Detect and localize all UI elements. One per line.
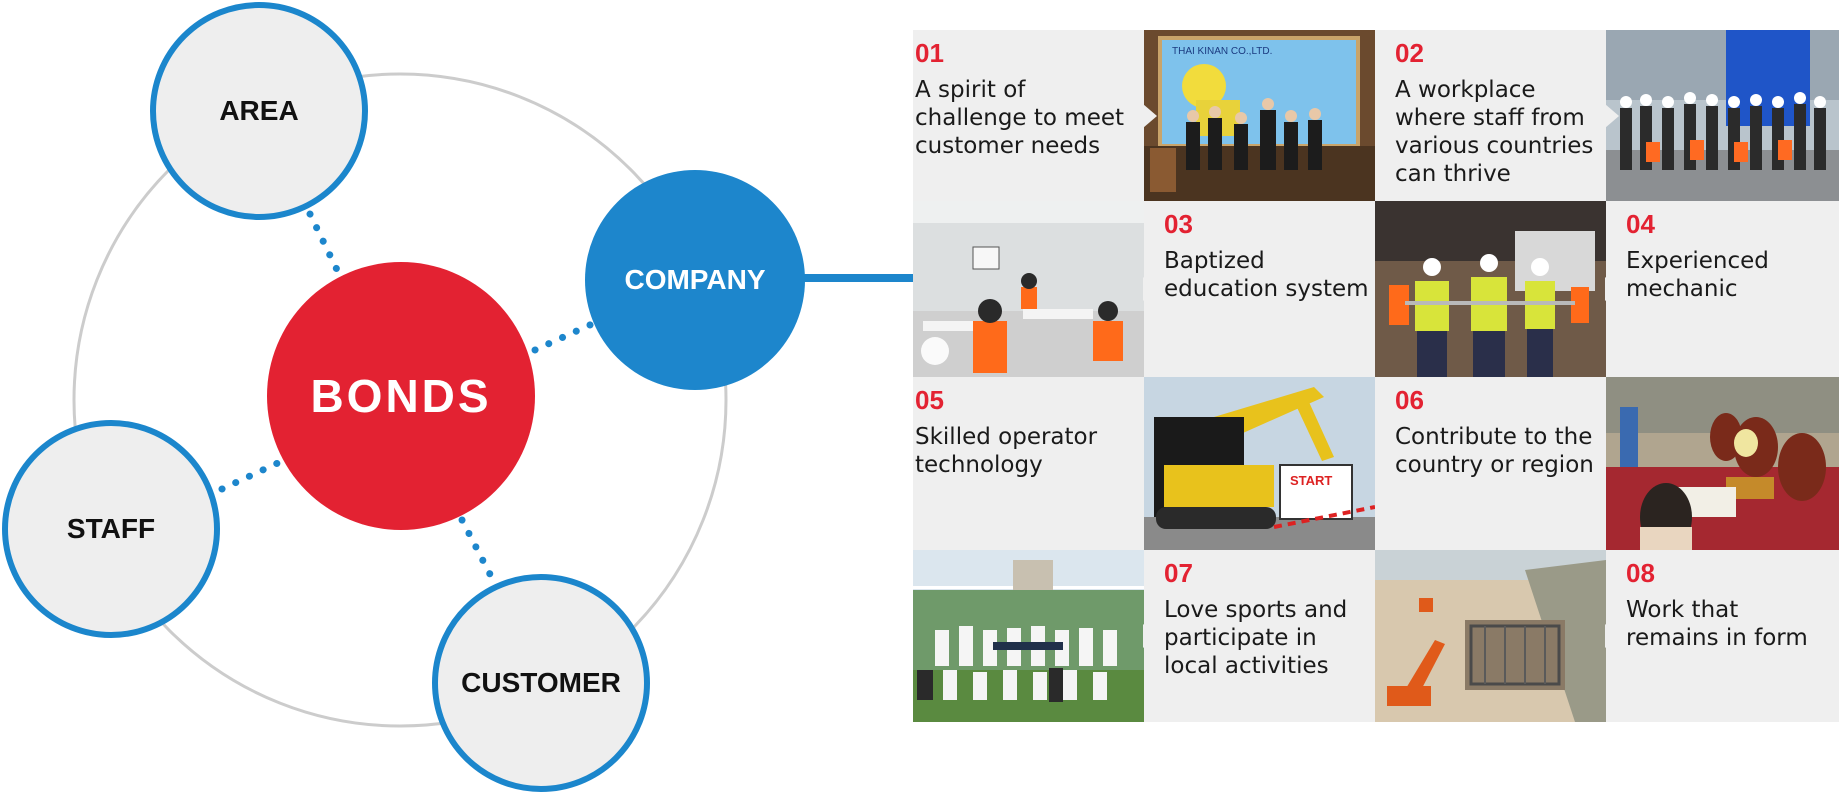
feature-title: A spirit of challenge to meet customer n…: [915, 77, 1125, 159]
feature-number: 04: [1626, 209, 1655, 239]
company-label: COMPANY: [624, 264, 766, 295]
photo-classroom: [913, 201, 1144, 377]
feature-number: 07: [1164, 558, 1193, 588]
orbit-ring: [72, 72, 728, 728]
feature-07: 07 Love sports and participate in local …: [1144, 550, 1375, 722]
area-label: AREA: [219, 95, 299, 126]
bonds-label: BONDS: [310, 370, 492, 422]
feature-number: 01: [915, 38, 944, 68]
feature-number: 03: [1164, 209, 1193, 239]
customer-label: CUSTOMER: [461, 667, 621, 698]
feature-title: Work that remains in form: [1626, 597, 1808, 651]
feature-06: 06 Contribute to the country or region: [1375, 377, 1606, 550]
customer-node: CUSTOMER: [432, 574, 650, 792]
start-sign-text: START: [1290, 473, 1332, 488]
feature-08: 08 Work that remains in form: [1606, 550, 1839, 722]
feature-title: A workplace where staff from various cou…: [1395, 77, 1594, 187]
photo-ceremony: THAI KINAN CO.,LTD.: [1144, 30, 1375, 201]
photo-mechanics: [1375, 201, 1606, 377]
feature-title: Skilled operator technology: [915, 424, 1098, 478]
feature-03: 03 Baptized education system: [1144, 201, 1375, 377]
signboard-text: THAI KINAN CO.,LTD.: [1172, 46, 1272, 57]
photo-football-team: [913, 550, 1144, 722]
bonds-center-node: BONDS: [267, 262, 535, 530]
dotted-link-company: [531, 320, 596, 354]
feature-title: Experienced mechanic: [1626, 248, 1769, 302]
feature-grid: 01 A spirit of challenge to meet custome…: [913, 30, 1839, 722]
feature-title: Love sports and participate in local act…: [1164, 597, 1348, 679]
feature-title: Contribute to the country or region: [1395, 424, 1594, 478]
bonds-diagram: AREA STAFF CUSTOMER COMPANY BONDS: [2, 2, 916, 792]
feature-05: 05 Skilled operator technology: [913, 377, 1144, 550]
feature-01: 01 A spirit of challenge to meet custome…: [913, 30, 1144, 201]
dotted-link-area: [306, 210, 344, 280]
feature-04: 04 Experienced mechanic: [1606, 201, 1839, 377]
photo-monks: [1606, 377, 1839, 550]
dotted-link-staff: [218, 458, 284, 493]
feature-number: 06: [1395, 385, 1424, 415]
diagram-connectors: [72, 72, 916, 728]
staff-node: STAFF: [2, 420, 220, 638]
staff-label: STAFF: [66, 513, 156, 544]
feature-number: 02: [1395, 38, 1424, 68]
feature-02: 02 A workplace where staff from various …: [1375, 30, 1606, 201]
feature-number: 08: [1626, 558, 1655, 588]
feature-number: 05: [915, 385, 944, 415]
photo-workers-group: [1606, 30, 1839, 201]
feature-title: Baptized education system: [1164, 248, 1369, 302]
area-node: AREA: [150, 2, 368, 220]
dotted-link-customer: [458, 516, 497, 584]
photo-excavator: START: [1144, 377, 1375, 550]
company-node: COMPANY: [585, 170, 805, 390]
photo-construction-site: [1375, 550, 1606, 722]
